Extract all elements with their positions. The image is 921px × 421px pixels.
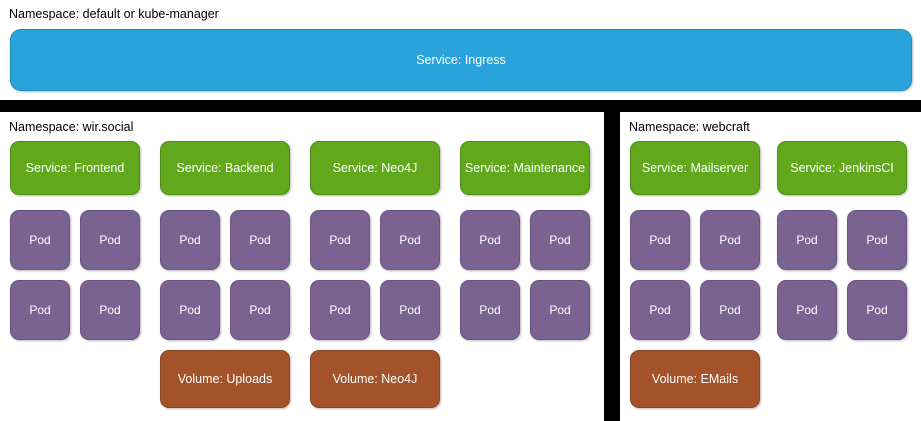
pod-node[interactable]: Pod — [460, 280, 520, 340]
namespace-label-webcraft: Namespace: webcraft — [629, 120, 750, 134]
pod-node[interactable]: Pod — [380, 210, 440, 270]
pod-node[interactable]: Pod — [777, 280, 837, 340]
pod-node[interactable]: Pod — [80, 210, 140, 270]
service-node-mailserver[interactable]: Service: Mailserver — [630, 141, 760, 195]
volume-node-uploads[interactable]: Volume: Uploads — [160, 350, 290, 408]
service-node-backend[interactable]: Service: Backend — [160, 141, 290, 195]
pod-node[interactable]: Pod — [460, 210, 520, 270]
pod-node[interactable]: Pod — [530, 210, 590, 270]
pod-node[interactable]: Pod — [700, 280, 760, 340]
pod-node[interactable]: Pod — [80, 280, 140, 340]
pod-node[interactable]: Pod — [230, 210, 290, 270]
service-node-ingress[interactable]: Service: Ingress — [10, 29, 912, 91]
volume-node-neo4j[interactable]: Volume: Neo4J — [310, 350, 440, 408]
pod-node[interactable]: Pod — [530, 280, 590, 340]
namespace-label-default-kube-manager: Namespace: default or kube-manager — [9, 7, 219, 21]
pod-node[interactable]: Pod — [160, 280, 220, 340]
service-node-jenkinsci[interactable]: Service: JenkinsCI — [777, 141, 907, 195]
namespace-panel-default-kube-manager: Namespace: default or kube-manager Servi… — [0, 0, 921, 100]
service-node-maintenance[interactable]: Service: Maintenance — [460, 141, 590, 195]
pod-node[interactable]: Pod — [10, 210, 70, 270]
pod-node[interactable]: Pod — [380, 280, 440, 340]
namespace-panel-wir-social: Namespace: wir.social Service: Frontend … — [0, 112, 604, 421]
pod-node[interactable]: Pod — [310, 280, 370, 340]
pod-node[interactable]: Pod — [630, 280, 690, 340]
pod-node[interactable]: Pod — [230, 280, 290, 340]
pod-node[interactable]: Pod — [10, 280, 70, 340]
pod-node[interactable]: Pod — [700, 210, 760, 270]
namespace-panel-webcraft: Namespace: webcraft Service: Mailserver … — [620, 112, 921, 421]
service-node-neo4j[interactable]: Service: Neo4J — [310, 141, 440, 195]
service-node-frontend[interactable]: Service: Frontend — [10, 141, 140, 195]
pod-node[interactable]: Pod — [847, 280, 907, 340]
pod-node[interactable]: Pod — [777, 210, 837, 270]
pod-node[interactable]: Pod — [160, 210, 220, 270]
pod-node[interactable]: Pod — [847, 210, 907, 270]
pod-node[interactable]: Pod — [630, 210, 690, 270]
volume-node-emails[interactable]: Volume: EMails — [630, 350, 760, 408]
pod-node[interactable]: Pod — [310, 210, 370, 270]
namespace-label-wir-social: Namespace: wir.social — [9, 120, 134, 134]
